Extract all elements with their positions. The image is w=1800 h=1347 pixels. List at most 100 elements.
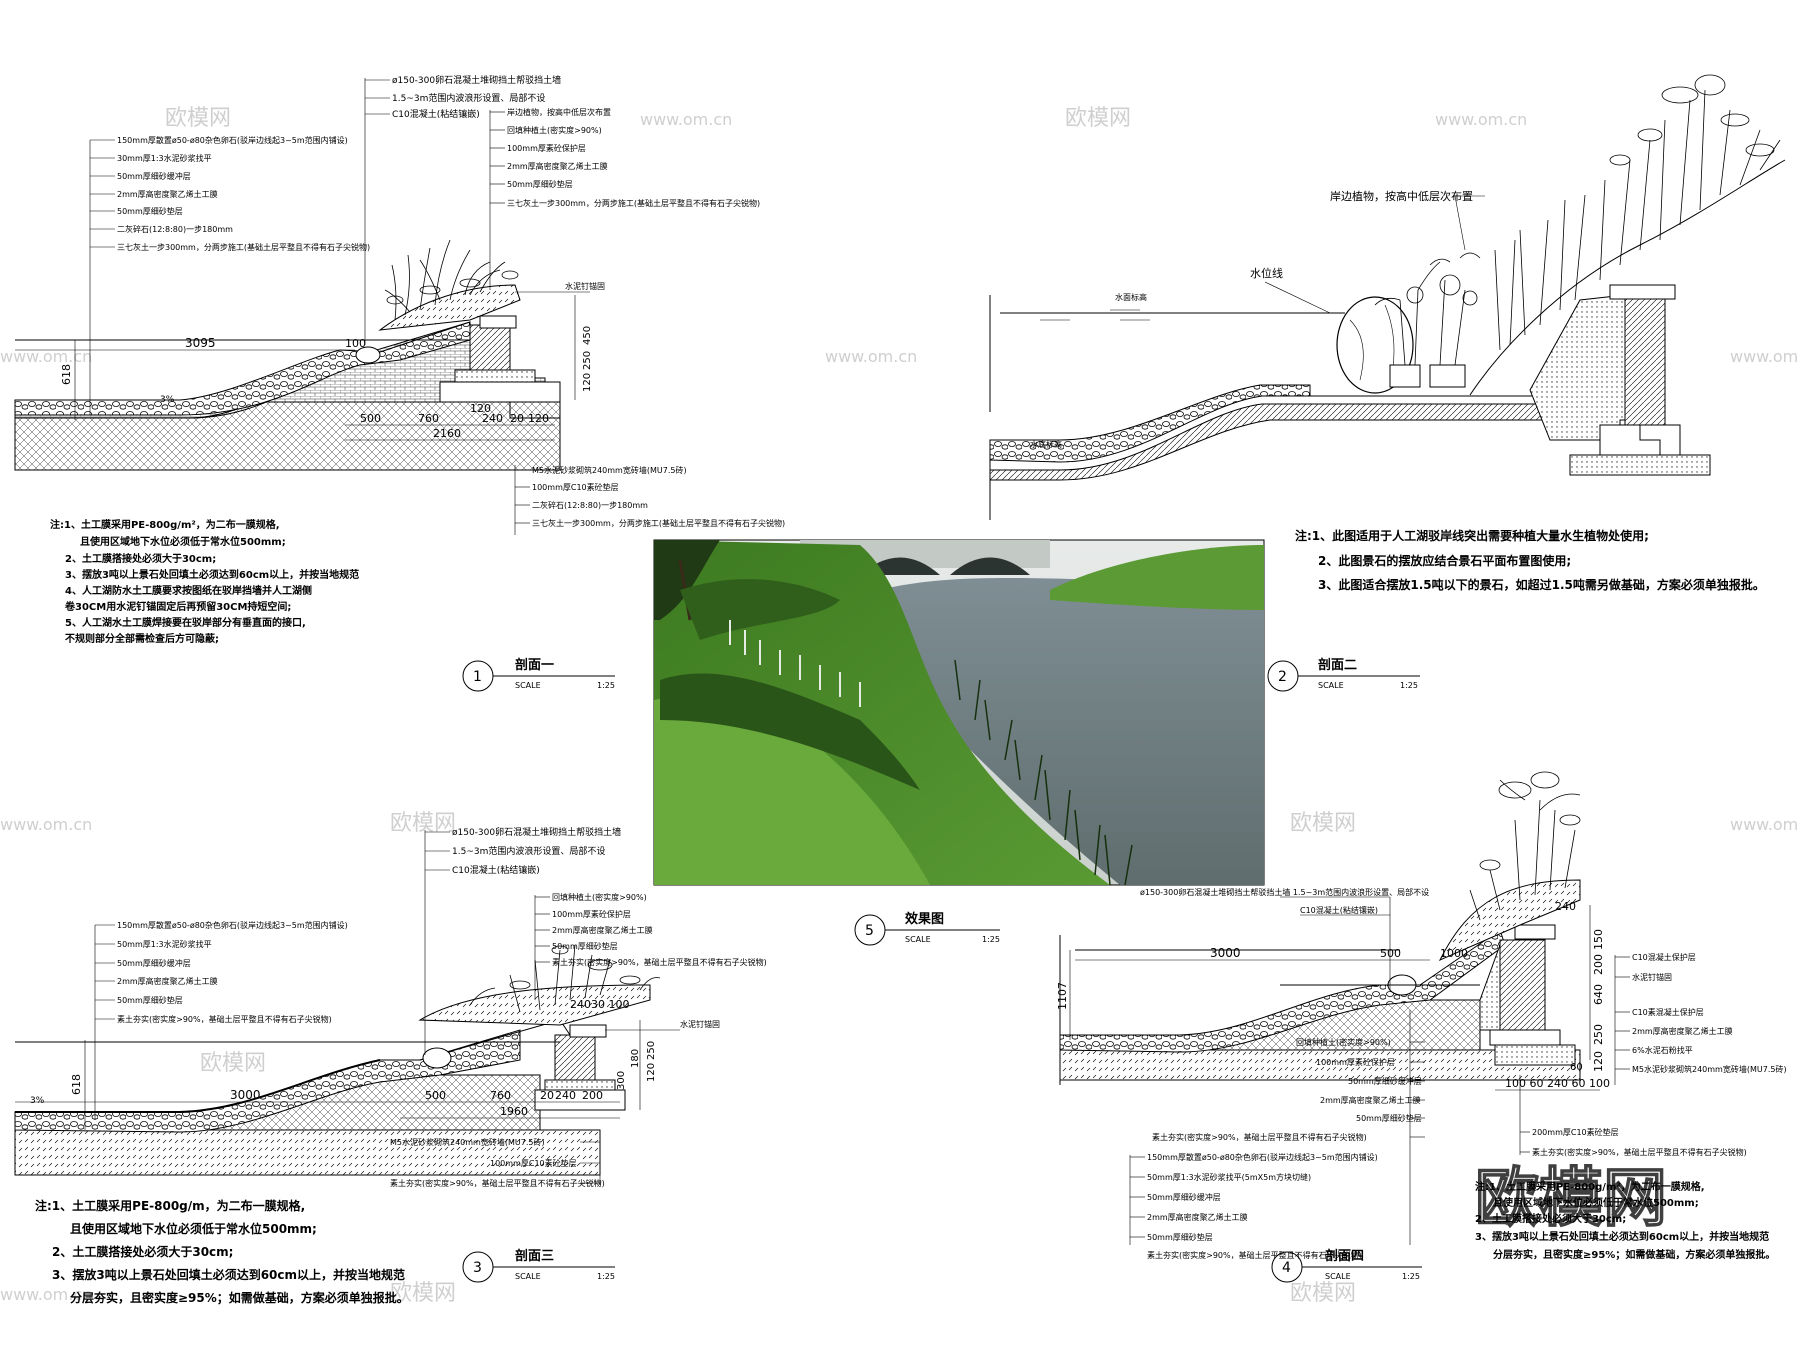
dim-label: 100 60 240 60 100 [1505,1077,1610,1090]
river-water [880,578,1264,885]
section-number: 2 [1278,669,1287,685]
scale-label: SCALE [905,935,931,944]
note: 2、土工膜搭接处必须大于30cm; [65,552,216,565]
dim-label: 640 [1592,984,1605,1005]
callout: 1.5~3m范围内波浪形设置、局部不设 [392,92,545,104]
slope-label: 3% [160,395,175,405]
note: 分层夯实，且密实度≥95%；如需做基础，方案必须单独报批。 [1493,1248,1775,1261]
note: 且使用区域地下水位必须低于常水位500mm; [1493,1196,1699,1209]
callout: 水泥钉锚固 [1632,972,1672,982]
callout: 100mm厚C10素砼垫层 [532,482,619,492]
callout: 2mm厚高密度聚乙烯土工膜 [552,925,653,935]
dim-label: 120 [528,412,549,425]
callout: 素土夯实(密实度>90%，基础土层平整且不得有石子尖锐物) [1152,1132,1367,1142]
dim-label: 20 [540,1089,554,1102]
dim-label: 240 [482,412,503,425]
callout: 回填种植土(密实度>90%) [1296,1037,1391,1047]
callout: 素土夯实(密实度>90%，基础土层平整且不得有石子尖锐物) [117,1014,332,1024]
watermark-cn: 欧模网 [1065,106,1131,131]
section-4: ø150-300卵石混凝土堆砌挡土帮驳挡土墙 1.5~3m范围内波浪形设置、局部… [1056,771,1787,1283]
callout: 50mm厚细砂垫层 [1147,1232,1213,1242]
callout: 6%水泥石粉找平 [1632,1045,1693,1055]
callout: 50mm厚细砂垫层 [507,179,573,189]
callout: ø150-300卵石混凝土堆砌挡土帮驳挡土墙 1.5~3m范围内波浪形设置、局部… [1140,887,1429,897]
watermark-url: www.om.cn [0,815,92,834]
callout: 岸边植物，按高中低层次布置 [507,107,611,117]
callout: 30mm厚1:3水泥砂浆找平 [117,153,212,163]
callout: 50mm厚细砂缓冲层 [117,171,191,181]
callout: ø150-300卵石混凝土堆砌挡土帮驳挡土墙 [392,74,561,86]
scale-value: 1:25 [982,935,1000,944]
callout: 100mm厚C10素砼垫层 [490,1158,577,1168]
watermark-url: www.om.cn [640,110,732,129]
callout: 200mm厚C10素砼垫层 [1532,1127,1619,1137]
watermark-cn: 欧模网 [1290,1281,1356,1306]
watermark-url: www.om.cn [825,347,917,366]
callout: ø150-300卵石混凝土堆砌挡土帮驳挡土墙 [452,826,621,838]
callout: 50mm厚1:3水泥砂浆找平 [117,939,212,949]
watermark-url: www.om.cn [1730,347,1800,366]
dim-label: 150 [1592,929,1605,950]
dim-label: 618 [70,1074,83,1095]
dim-label: 120 [582,373,593,392]
section-title: 剖面一 [515,657,554,673]
dim-label: 300 [616,1071,627,1090]
callout: M5水泥砂浆砌筑240mm宽砖墙(MU7.5砖) [532,465,687,475]
watermark-url: www.om.cn [0,1285,92,1304]
section-title: 剖面四 [1325,1248,1364,1264]
callout: C10素混凝土保护层 [1632,1007,1704,1017]
logo-watermark: 欧模网 [1475,1162,1667,1236]
section-1: ø150-300卵石混凝土堆砌挡土帮驳挡土墙 1.5~3m范围内波浪形设置、局部… [14,74,785,692]
callout: 150mm厚散置ø50-ø80杂色卵石(驳岸边线起3~5m范围内铺设) [117,920,348,930]
dim-label: 20 [510,412,524,425]
note: 注:1、土工膜采用PE-800g/m²，为二布一膜规格, [1475,1180,1705,1193]
dim-label: 3095 [185,336,216,350]
callout: 50mm厚细砂垫层 [1356,1113,1422,1123]
callout: 2mm厚高密度聚乙烯土工膜 [117,189,218,199]
section-number: 5 [865,923,874,939]
note: 2、此图景石的摆放应结合景石平面布置图使用; [1318,553,1571,568]
dim-label: 240 [555,1089,576,1102]
dim-label: 24030 100 [570,998,630,1011]
dim-label: 500 [1380,947,1401,960]
callout: 50mm厚1:3水泥砂浆找平(5mX5m方块切缝) [1147,1172,1311,1182]
dim-label: 120 [646,1063,657,1082]
water-line-label: 水位线 [1250,266,1283,280]
note: 且使用区域地下水位必须低于常水位500mm; [80,535,286,548]
callout: 50mm厚细砂缓冲层 [117,958,191,968]
scale-label: SCALE [1318,681,1344,690]
dim-label: 200 [582,1089,603,1102]
scale-label: SCALE [515,1272,541,1281]
dim-label: 240 [1555,900,1576,913]
callout: 素土夯实(密实度>90%，基础土层平整且不得有石子尖锐物) [1147,1250,1362,1260]
callout: 50mm厚细砂缓冲层 [1348,1076,1422,1086]
scale-value: 1:25 [597,1272,615,1281]
callout: M5水泥砂浆砌筑240mm宽砖墙(MU7.5砖) [390,1137,545,1147]
note: 2、土工膜搭接处必须大于30cm; [1475,1212,1626,1225]
watermark-cn: 欧模网 [165,106,231,131]
callout: C10混凝土保护层 [1632,952,1696,962]
callout: 100mm厚素砼保护层 [507,143,586,153]
callout: 2mm厚高密度聚乙烯土工膜 [117,976,218,986]
callout: 50mm厚细砂垫层 [117,206,183,216]
level-label: 水面标高 [1115,292,1147,302]
callout: 50mm厚细砂垫层 [117,995,183,1005]
callout: 水泥钉锚固 [680,1019,720,1029]
dim-label: 250 [1592,1024,1605,1045]
callout: M5水泥砂浆砌筑240mm宽砖墙(MU7.5砖) [1632,1064,1787,1074]
watermark-url: www.om.cn [0,347,92,366]
dim-label: 1960 [500,1105,528,1118]
callout: 50mm厚细砂缓冲层 [1147,1192,1221,1202]
dim-label: 1000 [1440,947,1468,960]
callout: 素土夯实(密实度>90%，基础土层平整且不得有石子尖锐物) [552,957,767,967]
dim-label: 618 [60,364,73,385]
section-number: 3 [473,1260,482,1276]
scale-value: 1:25 [1400,681,1418,690]
section-title: 剖面二 [1318,657,1357,673]
dim-label: 760 [490,1089,511,1102]
dim-label: 180 [630,1049,641,1068]
section-number: 4 [1282,1260,1291,1276]
note: 注:1、土工膜采用PE-800g/m²，为二布一膜规格, [50,518,280,531]
section-title: 效果图 [905,911,944,927]
